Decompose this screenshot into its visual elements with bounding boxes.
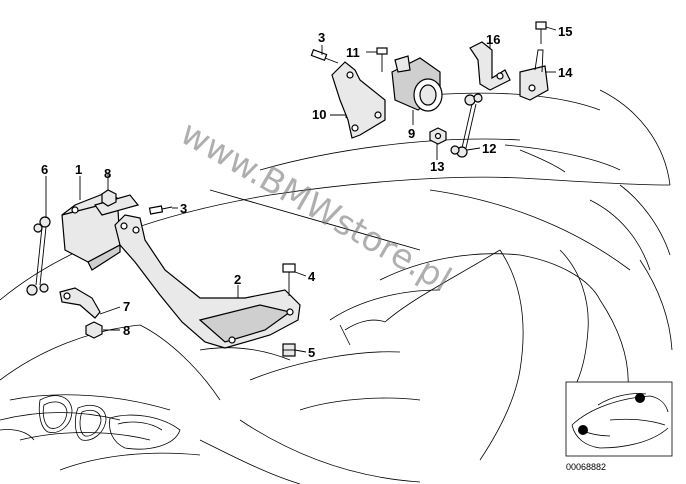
callout-16: 16	[486, 32, 500, 47]
part-8-nut-lower	[85, 321, 103, 339]
inset-thumbnail	[565, 381, 673, 457]
callout-numbers: 3 11 16 15 14 10 9 12 13 6 1 8 3 2 4 7 8…	[41, 24, 573, 360]
inset-marker-front	[578, 425, 588, 435]
inset-marker-rear	[635, 393, 645, 403]
part-13-nut	[429, 127, 447, 145]
part-8-nut-upper	[101, 189, 117, 207]
part-15-bolt	[535, 21, 547, 44]
callout-10: 10	[312, 107, 326, 122]
watermark-text: www.BMWstore.pl	[174, 113, 458, 300]
leader-lines	[45, 26, 557, 353]
callout-13: 13	[430, 159, 444, 174]
part-6-link-rod	[26, 216, 51, 296]
callout-12: 12	[482, 141, 496, 156]
part-9-sensor	[391, 55, 443, 112]
part-16-bracket	[469, 41, 511, 91]
car-body-outline	[0, 89, 673, 484]
part-3-screw-upper	[310, 49, 339, 64]
part-3-screw-lower	[148, 205, 173, 215]
part-4-bolt	[282, 263, 296, 296]
part-10-bracket	[331, 61, 386, 139]
callout-14: 14	[558, 65, 573, 80]
callout-15: 15	[558, 24, 572, 39]
callout-3-lower: 3	[180, 201, 187, 216]
callout-6: 6	[41, 162, 48, 177]
callout-8-upper: 8	[104, 166, 111, 181]
reference-number: 00068882	[566, 462, 606, 472]
part-2-bracket	[114, 214, 301, 349]
callout-7: 7	[123, 299, 130, 314]
callout-3-upper: 3	[318, 30, 325, 45]
callout-9: 9	[408, 126, 415, 141]
callout-1: 1	[75, 162, 82, 177]
part-14-clip	[519, 49, 549, 101]
connection-line	[209, 189, 421, 251]
callout-8-lower: 8	[123, 323, 130, 338]
callout-5: 5	[308, 345, 315, 360]
part-5-nut	[282, 343, 296, 357]
callout-2: 2	[234, 272, 241, 287]
callout-11: 11	[346, 45, 360, 60]
part-12-link-rod	[450, 93, 483, 158]
callout-4: 4	[308, 269, 316, 284]
part-11-bolt	[376, 47, 388, 72]
part-7-lever	[59, 287, 101, 319]
